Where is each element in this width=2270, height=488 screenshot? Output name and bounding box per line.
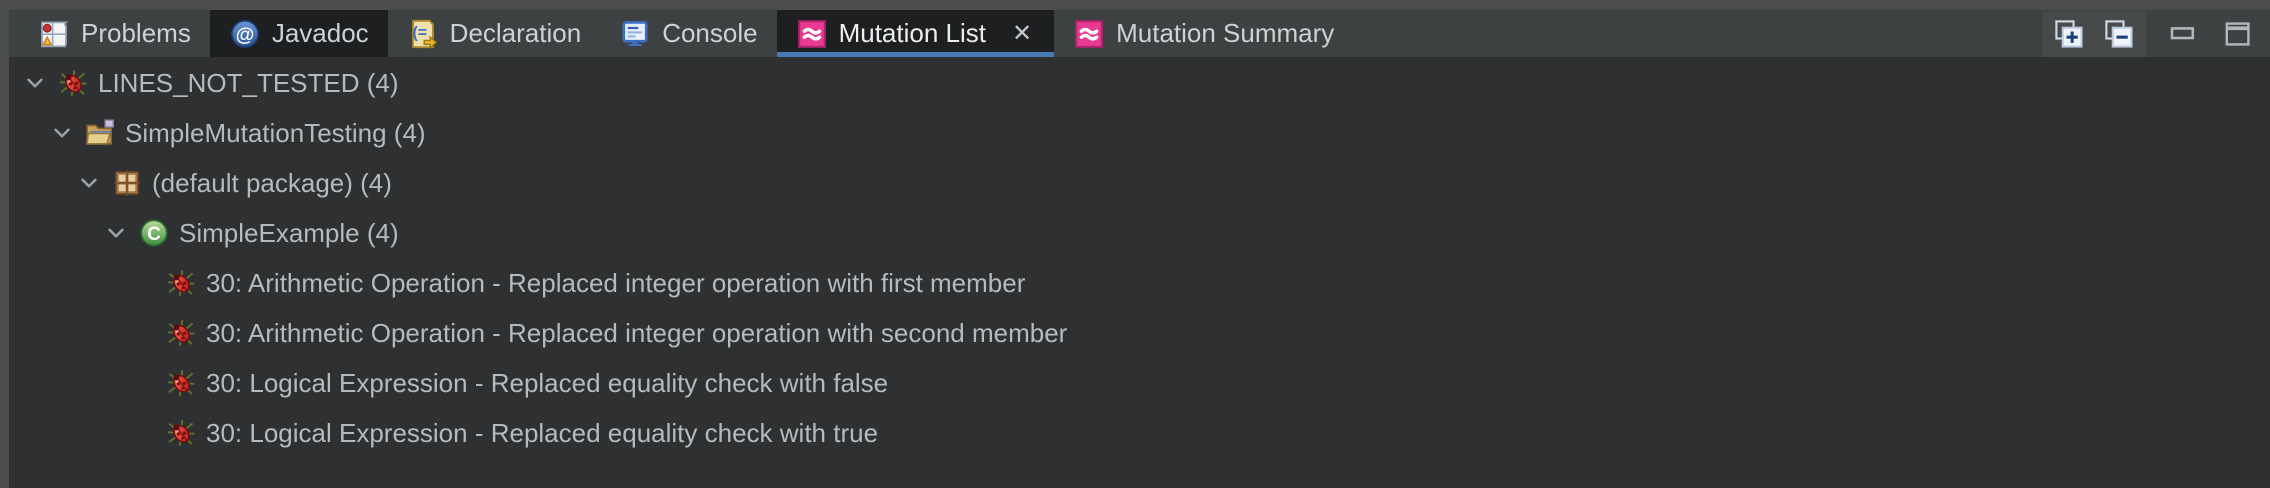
problems-icon xyxy=(38,18,70,50)
mutation-icon xyxy=(796,18,828,50)
bug-icon xyxy=(165,267,197,299)
tree-row-label: 30: Arithmetic Operation - Replaced inte… xyxy=(206,267,1026,298)
tree-row-project[interactable]: SimpleMutationTesting (4) xyxy=(9,108,2270,158)
chevron-down-icon[interactable] xyxy=(21,69,49,97)
tab-problems[interactable]: Problems xyxy=(19,10,210,57)
project-folder-icon xyxy=(84,117,116,149)
window-frame-top xyxy=(0,0,2270,10)
tree-row-lines-not-tested[interactable]: LINES_NOT_TESTED (4) xyxy=(9,58,2270,108)
tree-row-mutation[interactable]: 30: Logical Expression - Replaced equali… xyxy=(9,358,2270,408)
bug-icon xyxy=(165,417,197,449)
tab-label: Declaration xyxy=(449,18,582,48)
bug-icon xyxy=(57,67,89,99)
chevron-down-icon[interactable] xyxy=(75,169,103,197)
javadoc-icon: @ xyxy=(229,18,261,50)
tab-label: Console xyxy=(662,18,758,48)
tree-row-label: (default package) (4) xyxy=(152,167,392,198)
tree-row-label: LINES_NOT_TESTED (4) xyxy=(98,67,399,98)
package-icon xyxy=(111,167,143,199)
collapse-all-icon[interactable] xyxy=(2101,16,2137,52)
tab-console[interactable]: Console xyxy=(600,10,776,57)
tab-label: Mutation List xyxy=(838,18,986,48)
mutation-icon xyxy=(1073,18,1105,50)
bug-icon xyxy=(165,367,197,399)
window-frame-left xyxy=(0,0,9,488)
tree-row-package[interactable]: (default package) (4) xyxy=(9,158,2270,208)
mutation-tree: LINES_NOT_TESTED (4) SimpleMutationTesti… xyxy=(9,57,2270,488)
console-icon xyxy=(619,18,651,50)
svg-text:@: @ xyxy=(235,24,254,45)
close-icon[interactable]: ✕ xyxy=(1012,19,1033,47)
tab-mutation-list[interactable]: Mutation List ✕ xyxy=(776,10,1055,57)
bug-icon xyxy=(165,317,197,349)
tree-row-mutation[interactable]: 30: Logical Expression - Replaced equali… xyxy=(9,408,2270,458)
tree-row-class[interactable]: C SimpleExample (4) xyxy=(9,208,2270,258)
expand-all-icon[interactable] xyxy=(2051,16,2087,52)
view-tab-bar: Problems @ Javadoc (= Declaration xyxy=(9,10,2270,57)
tab-label: Mutation Summary xyxy=(1116,18,1335,48)
chevron-down-icon[interactable] xyxy=(102,219,130,247)
svg-text:C: C xyxy=(147,224,161,245)
tree-row-mutation[interactable]: 30: Arithmetic Operation - Replaced inte… xyxy=(9,258,2270,308)
tree-row-label: 30: Arithmetic Operation - Replaced inte… xyxy=(206,317,1068,348)
declaration-icon: (= xyxy=(407,18,439,50)
view-toolbar xyxy=(2042,10,2270,57)
tab-label: Javadoc xyxy=(271,18,369,48)
tree-toolbar-group xyxy=(2042,10,2146,57)
tree-row-label: SimpleExample (4) xyxy=(179,217,399,248)
tree-row-label: SimpleMutationTesting (4) xyxy=(125,117,426,148)
tab-declaration[interactable]: (= Declaration xyxy=(388,10,601,57)
tree-row-label: 30: Logical Expression - Replaced equali… xyxy=(206,367,889,398)
maximize-icon[interactable] xyxy=(2222,16,2254,52)
tab-label: Problems xyxy=(81,18,191,48)
tab-javadoc[interactable]: @ Javadoc xyxy=(209,10,388,57)
tab-mutation-summary[interactable]: Mutation Summary xyxy=(1054,10,1353,57)
minimize-icon[interactable] xyxy=(2168,16,2200,52)
svg-text:(=: (= xyxy=(412,24,427,41)
tree-row-label: 30: Logical Expression - Replaced equali… xyxy=(206,417,879,448)
tree-row-mutation[interactable]: 30: Arithmetic Operation - Replaced inte… xyxy=(9,308,2270,358)
chevron-down-icon[interactable] xyxy=(48,119,76,147)
class-icon: C xyxy=(138,217,170,249)
